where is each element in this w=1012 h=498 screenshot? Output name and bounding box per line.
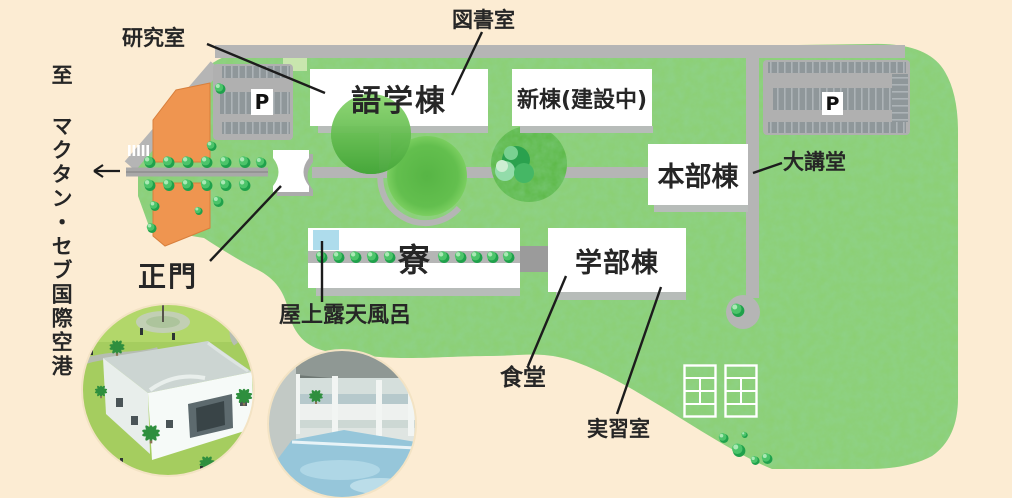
library-label: 図書室: [452, 8, 515, 32]
main-gate-line: [209, 185, 282, 262]
faculty-building-label: 学部棟: [575, 247, 659, 279]
buildings: [273, 69, 748, 300]
auditorium-label: 大講堂: [783, 150, 846, 174]
new-building: [512, 69, 652, 126]
connector: [520, 246, 548, 272]
parking-icon: P: [251, 89, 273, 115]
dormitory-label: 寮: [397, 241, 430, 279]
research-room-label: 研究室: [122, 26, 185, 50]
faculty-building: [548, 228, 686, 292]
orange-buildings: [152, 82, 211, 247]
new-building-label: 新棟(建設中): [516, 87, 648, 113]
main-gate-structure: [273, 150, 309, 192]
auditorium-line: [752, 161, 783, 175]
rooftop-bath-photo: [268, 350, 416, 498]
rooftop-bath-label: 屋上露天風呂: [279, 303, 412, 328]
tree-cluster: [495, 146, 534, 183]
large-round-tree: [387, 136, 467, 216]
research-room-line: [206, 42, 326, 95]
curved-path: [377, 161, 462, 227]
main-gate-photo: [82, 304, 254, 476]
main-office-building: [648, 144, 748, 205]
rooftop-bath-marker: [313, 230, 339, 250]
library-line: [450, 31, 484, 96]
main-building-label: 本部棟: [657, 162, 739, 193]
training-room-label: 実習室: [587, 417, 650, 441]
training-room-line: [615, 286, 663, 415]
leader-lines: [93, 31, 783, 415]
airport-arrow-icon: [93, 164, 120, 178]
language-building-label: 語学棟: [351, 83, 447, 119]
cafeteria-line: [526, 275, 568, 367]
crosswalk: [128, 145, 149, 156]
airport-direction-label: 至 マクタン・セブ国際空港: [49, 64, 74, 379]
parking-icon: P: [822, 92, 843, 115]
cafeteria-label: 食堂: [500, 365, 546, 391]
main-gate-label: 正門: [138, 260, 199, 293]
orange-building-north: [152, 82, 211, 163]
